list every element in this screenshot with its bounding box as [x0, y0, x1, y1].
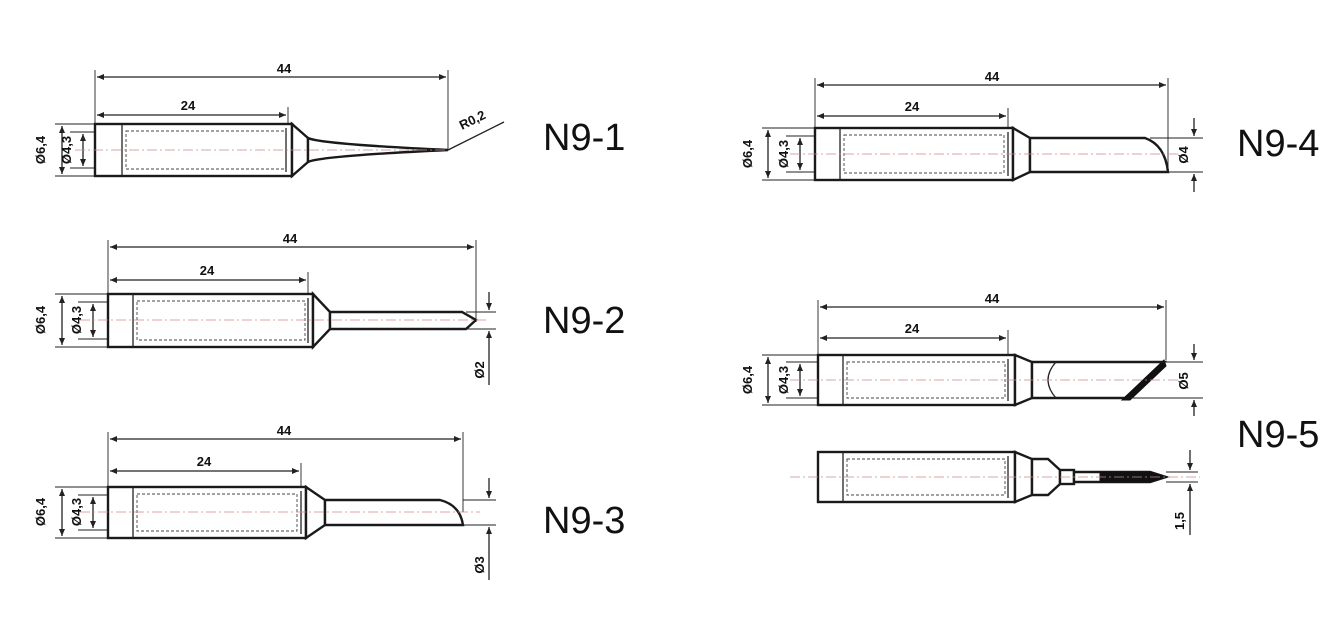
tip-shaft — [323, 498, 465, 527]
tip-diameter-label: Ø2 — [472, 361, 487, 378]
model-label-n9-3: N9-3 — [543, 500, 625, 542]
tip-diameter-label: Ø4 — [1176, 146, 1191, 164]
body-length-label: 24 — [200, 263, 215, 278]
inner-diameter-label: Ø4,3 — [59, 136, 74, 164]
model-label-n9-2: N9-2 — [543, 300, 625, 342]
tip-n9-1-drawing: 44 24 Ø6,4 Ø4,3 R0,2 N9-1 — [33, 61, 625, 179]
tip-n9-5-drawing: 44 24 Ø6,4 Ø4,3 Ø5 — [740, 291, 1319, 535]
blade-thickness-label: 1,5 — [1172, 512, 1187, 530]
body-length-label: 24 — [181, 98, 196, 113]
tip-radius-label: R0,2 — [457, 107, 488, 133]
overall-length-label: 44 — [283, 231, 298, 246]
overall-length-label: 44 — [277, 61, 292, 76]
tip-n9-3-drawing: 44 24 Ø6,4 Ø4,3 Ø3 N9-3 — [33, 423, 625, 580]
model-label-n9-1: N9-1 — [543, 117, 625, 159]
model-label-n9-5: N9-5 — [1237, 414, 1319, 456]
overall-length-label: 44 — [985, 69, 1000, 84]
inner-diameter-label: Ø4,3 — [776, 366, 791, 394]
outer-diameter-label: Ø6,4 — [33, 497, 48, 526]
inner-diameter-label: Ø4,3 — [69, 498, 84, 526]
tip-n9-2-drawing: 44 24 Ø6,4 Ø4,3 Ø2 N9-2 — [33, 231, 625, 385]
tip-body — [106, 292, 315, 349]
outer-diameter-label: Ø6,4 — [33, 305, 48, 334]
outer-diameter-label: Ø6,4 — [740, 139, 755, 168]
tip-n9-4-drawing: 44 24 Ø6,4 Ø4,3 Ø4 N9-4 — [740, 69, 1319, 192]
body-length-label: 24 — [905, 321, 920, 336]
inner-diameter-label: Ø4,3 — [776, 140, 791, 168]
tip-body — [106, 485, 308, 540]
outer-diameter-label: Ø6,4 — [740, 365, 755, 394]
body-length-label: 24 — [905, 99, 920, 114]
tip-shaft — [328, 310, 479, 331]
model-label-n9-4: N9-4 — [1237, 123, 1319, 165]
tip-shaft — [1028, 136, 1170, 174]
overall-length-label: 44 — [277, 423, 292, 438]
inner-diameter-label: Ø4,3 — [69, 306, 84, 334]
outer-diameter-label: Ø6,4 — [33, 135, 48, 164]
tip-diameter-label: Ø3 — [472, 556, 487, 573]
body-length-label: 24 — [197, 454, 212, 469]
tip-diameter-label: Ø5 — [1176, 372, 1191, 389]
overall-length-label: 44 — [985, 291, 1000, 306]
